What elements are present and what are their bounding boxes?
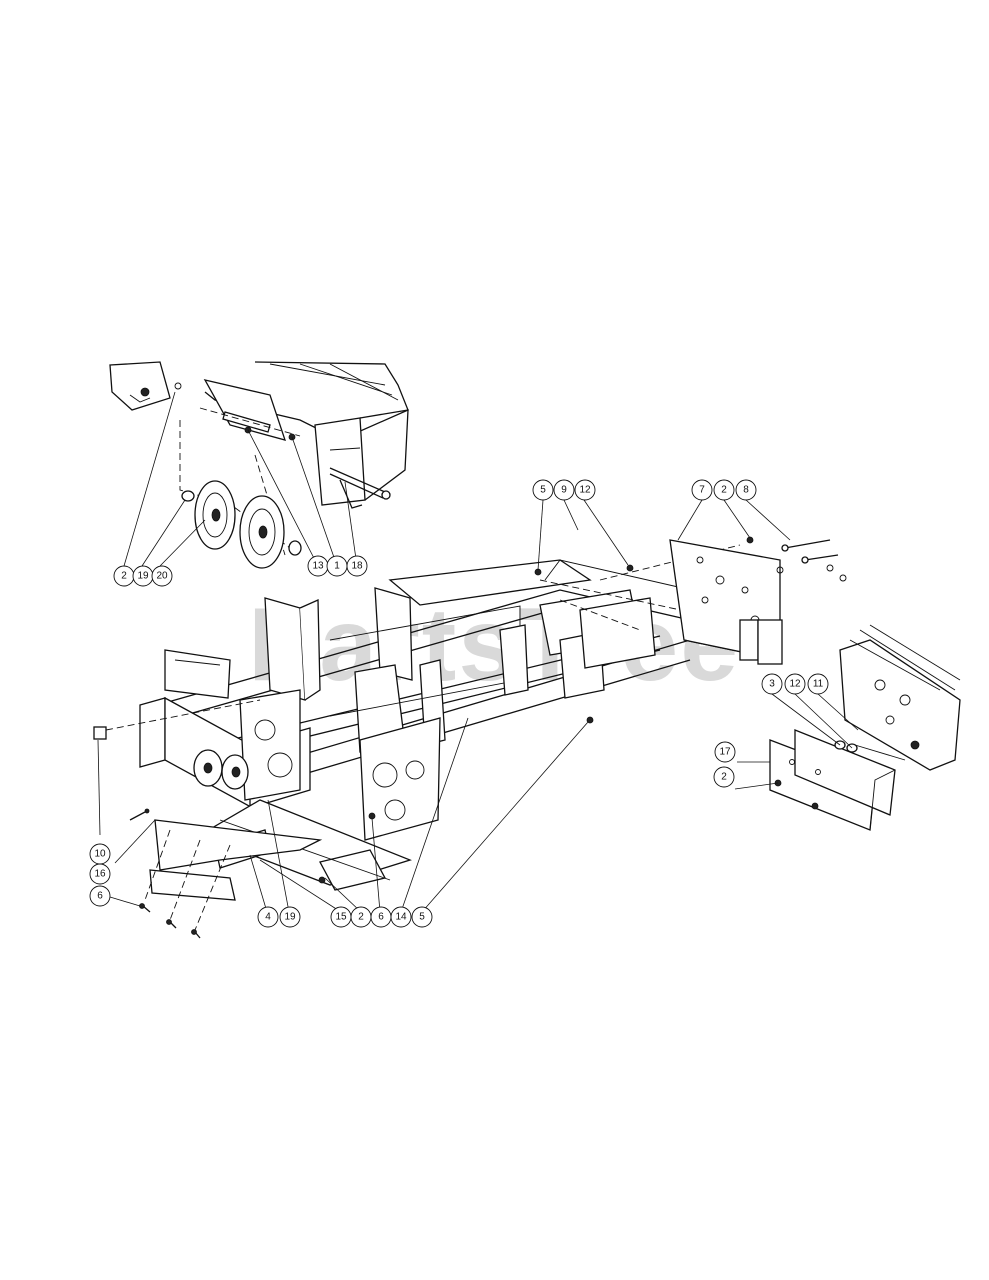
svg-text:19: 19 [284, 912, 296, 923]
callout-19: 19 [279, 906, 301, 928]
svg-text:1: 1 [334, 561, 340, 572]
callout-12: 12 [784, 673, 806, 695]
svg-text:2: 2 [721, 772, 727, 783]
svg-text:17: 17 [719, 747, 731, 758]
svg-text:6: 6 [97, 891, 103, 902]
watermark-text: PartsTree [248, 587, 740, 703]
callout-18: 18 [346, 555, 368, 577]
callout-11: 11 [807, 673, 829, 695]
svg-text:9: 9 [561, 485, 567, 496]
callout-3: 3 [761, 673, 783, 695]
svg-text:18: 18 [351, 561, 363, 572]
svg-text:12: 12 [579, 485, 591, 496]
callout-9: 9 [553, 479, 575, 501]
callout-20: 20 [151, 565, 173, 587]
svg-text:5: 5 [540, 485, 546, 496]
svg-text:4: 4 [265, 912, 271, 923]
svg-text:5: 5 [419, 912, 425, 923]
callout-16: 16 [89, 863, 111, 885]
callout-6: 6 [89, 885, 111, 907]
inset-pulley-assembly [109, 361, 409, 569]
callout-7: 7 [691, 479, 713, 501]
callout-8: 8 [735, 479, 757, 501]
weight-assembly [769, 624, 961, 831]
svg-text:6: 6 [378, 912, 384, 923]
svg-text:16: 16 [94, 869, 106, 880]
main-frame [93, 544, 741, 939]
callout-1: 1 [326, 555, 348, 577]
callout-5: 5 [532, 479, 554, 501]
callout-13: 13 [307, 555, 329, 577]
leader-lines [97, 391, 859, 913]
callout-12: 12 [574, 479, 596, 501]
svg-text:20: 20 [156, 571, 168, 582]
svg-text:15: 15 [335, 912, 347, 923]
callout-6: 6 [370, 906, 392, 928]
svg-text:11: 11 [813, 679, 824, 690]
svg-text:3: 3 [769, 679, 775, 690]
callout-10: 10 [89, 843, 111, 865]
svg-text:12: 12 [789, 679, 801, 690]
callout-17: 17 [714, 741, 736, 763]
callout-15: 15 [330, 906, 352, 928]
callouts: 2 19 20 13 1 18 5 9 12 7 2 8 3 12 11 17 … [89, 479, 829, 928]
callout-4: 4 [257, 906, 279, 928]
svg-text:2: 2 [358, 912, 364, 923]
watermark: PartsTree TM [248, 587, 740, 703]
svg-text:2: 2 [121, 571, 127, 582]
callout-5: 5 [411, 906, 433, 928]
svg-text:13: 13 [312, 561, 324, 572]
svg-text:8: 8 [743, 485, 749, 496]
callout-2: 2 [713, 766, 735, 788]
svg-text:14: 14 [395, 912, 407, 923]
svg-text:7: 7 [699, 485, 705, 496]
svg-text:19: 19 [137, 571, 149, 582]
callout-2: 2 [713, 479, 735, 501]
rear-plate-assembly [669, 536, 847, 665]
callout-19: 19 [132, 565, 154, 587]
callout-2: 2 [113, 565, 135, 587]
callout-2: 2 [350, 906, 372, 928]
svg-text:10: 10 [94, 849, 106, 860]
callout-14: 14 [390, 906, 412, 928]
svg-text:2: 2 [721, 485, 727, 496]
